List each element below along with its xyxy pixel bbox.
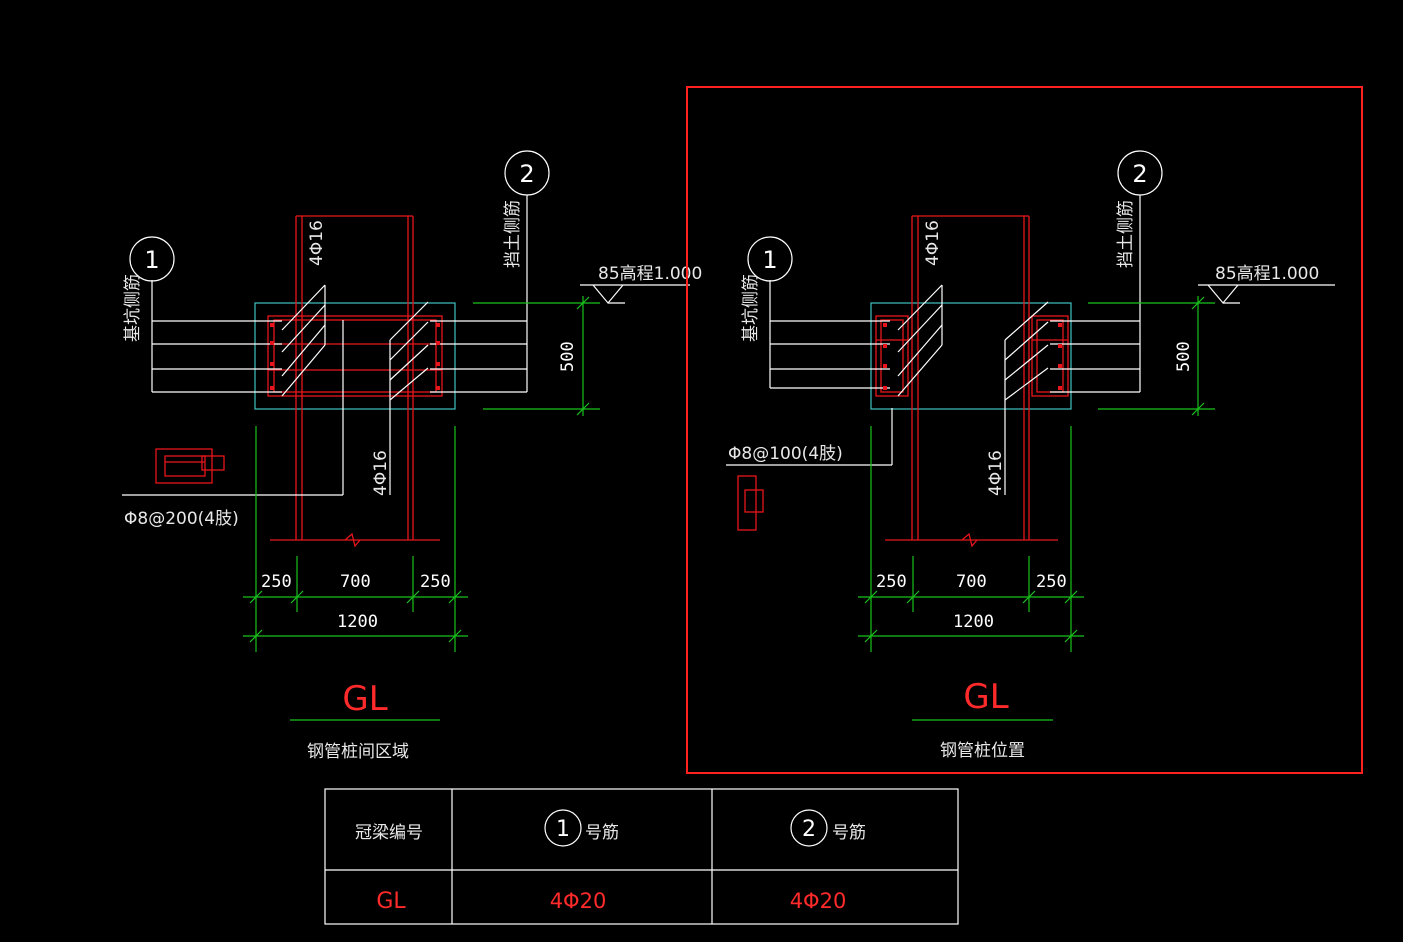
dim-middle: 700 — [340, 572, 371, 592]
bar-leaders — [151, 195, 528, 393]
table-header-code: 冠梁编号 — [355, 823, 423, 843]
dim-right: 250 — [1036, 572, 1067, 592]
dim-left: 250 — [261, 572, 292, 592]
left-section-detail: 1 2 基坑侧筋 挡土侧筋 4Φ16 4Φ16 Φ8@200(4肢) 85高程1… — [122, 150, 702, 762]
table-tag1: 1 — [556, 817, 570, 842]
table-header-bar1: 号筋 — [585, 823, 619, 843]
dim-left: 250 — [876, 572, 907, 592]
beam-outline — [254, 302, 456, 410]
elevation-label: 85高程1.000 — [1215, 264, 1319, 284]
table-row-code: GL — [376, 889, 406, 914]
bar-leaders — [769, 195, 1141, 393]
table-row-bar2: 4Φ20 — [790, 889, 847, 913]
bar1-tag: 1 — [144, 246, 159, 274]
bar2-tag-circle — [504, 150, 550, 196]
table-row-bar1: 4Φ20 — [550, 889, 607, 913]
table-header-bar2: 号筋 — [832, 823, 866, 843]
beam-outline — [870, 302, 1072, 410]
section-caption: 钢管桩间区域 — [307, 742, 409, 762]
bar1-label: 基坑侧筋 — [741, 274, 761, 342]
right-section-detail: 1 2 基坑侧筋 挡土侧筋 4Φ16 4Φ16 Φ8@100(4肢) 85高程1… — [686, 86, 1363, 774]
bar1-label: 基坑侧筋 — [123, 274, 143, 342]
bar2-tag: 2 — [519, 160, 534, 188]
pile-lines — [295, 215, 414, 540]
stirrup-label: Φ8@200(4肢) — [124, 509, 239, 529]
dim-right: 250 — [420, 572, 451, 592]
stirrup-symbol — [155, 448, 225, 484]
stirrup-symbol — [737, 475, 764, 531]
vertical-bar-bottom-label: 4Φ16 — [371, 450, 391, 496]
bar2-tag: 2 — [1132, 160, 1147, 188]
elevation-marker — [1198, 284, 1335, 304]
bar2-label: 挡土侧筋 — [1116, 200, 1136, 268]
bar2-tag-circle — [1117, 150, 1163, 196]
vertical-bar-bottom-label: 4Φ16 — [986, 450, 1006, 496]
dim-total: 1200 — [337, 612, 378, 632]
table-tag2-circle — [790, 809, 828, 847]
vertical-bar-top-label: 4Φ16 — [307, 220, 327, 266]
pile-lines — [911, 215, 1030, 540]
bar1-tag: 1 — [762, 246, 777, 274]
highlight-box — [686, 86, 1363, 774]
dimension-lines — [243, 296, 600, 652]
rebar-cage — [875, 315, 1069, 397]
height-dim: 500 — [558, 341, 578, 372]
dimension-lines — [858, 296, 1215, 652]
height-dim: 500 — [1174, 341, 1194, 372]
beam-code: GL — [342, 679, 387, 719]
bar1-tag-circle — [747, 236, 793, 282]
vertical-bar-top-label: 4Φ16 — [923, 220, 943, 266]
vertical-bar-leaders — [726, 284, 1049, 495]
rebar-table: 冠梁编号 1 号筋 2 号筋 GL 4Φ20 4Φ20 — [324, 788, 959, 925]
bar-dots — [883, 323, 1062, 390]
elevation-marker — [580, 284, 690, 304]
dim-middle: 700 — [956, 572, 987, 592]
dim-total: 1200 — [953, 612, 994, 632]
stirrup-label: Φ8@100(4肢) — [728, 444, 843, 464]
table-tag2: 2 — [802, 817, 816, 842]
bar2-label: 挡土侧筋 — [503, 200, 523, 268]
bar-dots — [270, 323, 440, 390]
section-caption: 钢管桩位置 — [940, 741, 1025, 761]
bar1-tag-circle — [129, 236, 175, 282]
vertical-bar-leaders — [122, 284, 429, 496]
elevation-label: 85高程1.000 — [598, 264, 702, 284]
rebar-cage — [267, 315, 443, 397]
beam-code: GL — [963, 677, 1008, 717]
table-tag1-circle — [544, 809, 582, 847]
